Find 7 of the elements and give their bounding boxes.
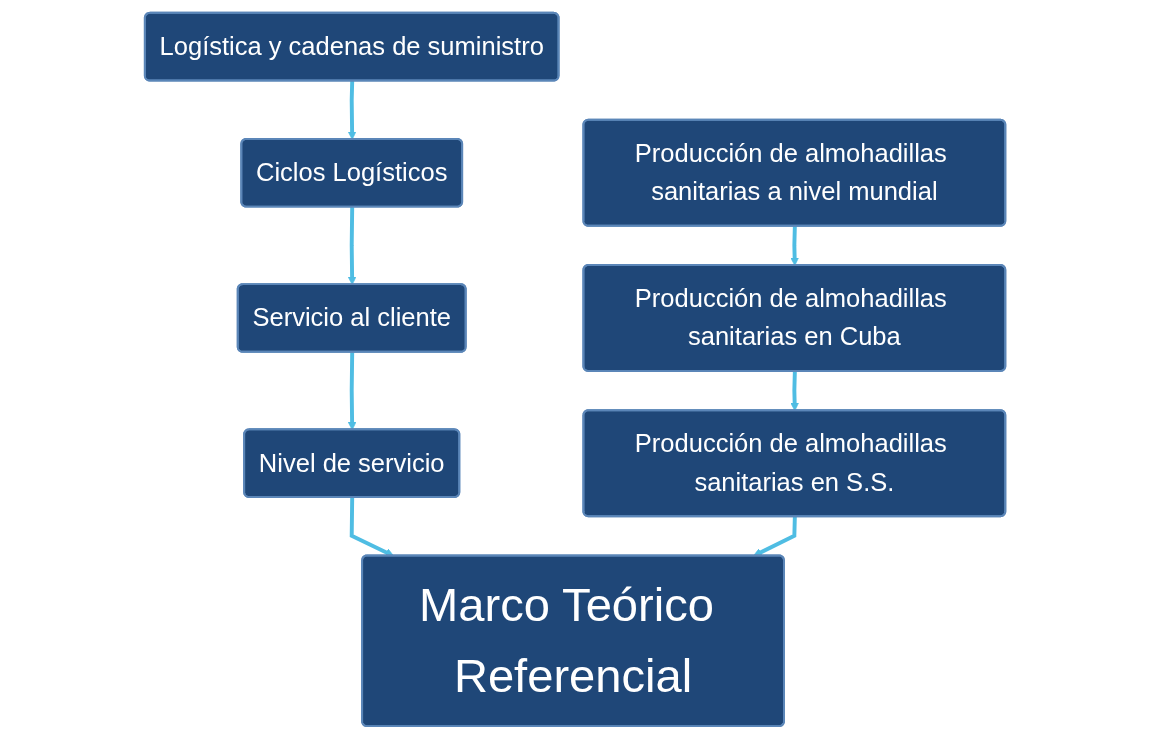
arrow: [790, 371, 800, 412]
arrow: [348, 207, 357, 285]
arrow: [790, 226, 800, 266]
arrow: [753, 516, 798, 557]
arrow: [350, 497, 395, 557]
arrow: [348, 81, 357, 140]
arrow: [348, 352, 357, 431]
